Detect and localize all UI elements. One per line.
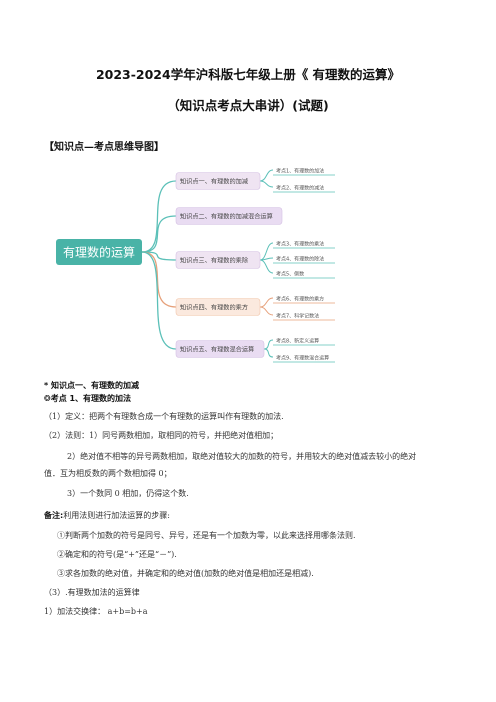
mindmap-child-label: 考点1、有理数的加法 (276, 168, 324, 175)
mindmap-connector (141, 251, 177, 308)
paragraph-rule-1: （2）法则：1）同号两数相加，取相同的符号，并把绝对值相加； (44, 431, 279, 440)
mindmap-branch-label: 知识点三、有理数的乘除 (180, 257, 249, 265)
mindmap-connector (141, 251, 177, 261)
step-2: ②确定和的符号(是“+”还是“－”). (57, 550, 177, 559)
mindmap-branch: 知识点一、有理数的加减 (175, 172, 261, 190)
paragraph-laws: （3）.有理数加法的运算律 (44, 588, 140, 597)
mindmap-branch-label: 知识点五、有理数混合运算 (180, 346, 254, 354)
mindmap-child-connector (259, 169, 274, 182)
mindmap-branch-label: 知识点四、有理数的乘方 (180, 304, 248, 312)
note-label: 备注: (44, 511, 64, 520)
mindmap-child-label: 考点9、有理数混合运算 (276, 355, 329, 362)
mindmap-child-connector (259, 180, 274, 188)
note-line: 备注:利用法则进行加法运算的步骤: (44, 511, 170, 521)
paragraph-rule-2: 2）绝对值不相等的异号两数相加，取绝对值较大的加数的符号，并用较大的绝对值减去较… (67, 452, 417, 461)
heading-knowledge-1: * 知识点一、有理数的加减 (44, 381, 139, 390)
mindmap-branch: 知识点五、有理数混合运算 (175, 340, 265, 358)
mindmap-root: 有理数的运算 (56, 239, 142, 265)
mindmap-branch-label: 知识点一、有理数的加减 (180, 178, 248, 186)
mindmap-child-connector (259, 297, 274, 308)
step-1: ①判断两个加数的符号是同号、异号，还是有一个加数为零，以此来选择用哪条法则. (57, 531, 356, 540)
mindmap-connectors (141, 169, 335, 363)
mindmap-child-connector (259, 259, 274, 274)
mindmap-child-label: 考点3、有理数的乘法 (276, 241, 324, 248)
page-subtitle: （知识点考点大串讲）(试题) (167, 98, 329, 113)
mindmap-branch: 知识点二、有理数的加减混合运算 (175, 207, 283, 225)
mindmap-child-label: 考点6、有理数的乘方 (276, 296, 324, 303)
mindmap-branch: 知识点四、有理数的乘方 (175, 298, 261, 316)
mindmap-child-label: 考点4、有理数的除法 (276, 256, 324, 263)
mindmap-child-label: 考点2、有理数的减法 (276, 185, 324, 192)
paragraph-rule-2-cont: 值．互为相反数的两个数相加得 0； (44, 469, 172, 478)
step-3: ③求各加数的绝对值，并确定和的绝对值(加数的绝对值是相加还是相减). (57, 569, 314, 578)
mindmap-child-connector (263, 348, 274, 358)
mindmap-connector (141, 251, 177, 350)
mindmap-branch: 知识点三、有理数的乘除 (175, 251, 261, 269)
mindmap-child-label: 考点8、新定义运算 (276, 338, 319, 345)
mindmap-section-heading: 【知识点—考点思维导图】 (44, 142, 164, 153)
mindmap-connector (141, 180, 177, 253)
mindmap-child-label: 考点7、科学记数法 (276, 313, 319, 320)
mindmap-branch-label: 知识点二、有理数的加减混合运算 (180, 213, 273, 221)
paragraph-definition: （1）定义：把两个有理数合成一个有理数的运算叫作有理数的加法. (44, 412, 284, 421)
mindmap-child-label: 考点5、倒数 (276, 271, 304, 278)
paragraph-rule-3: 3）一个数同 0 相加，仍得这个数. (67, 489, 189, 498)
heading-point-1: ❂考点 1、有理数的加法 (44, 394, 132, 403)
note-text: 利用法则进行加法运算的步骤: (63, 511, 170, 520)
page-title: 2023-2024学年沪科版七年级上册《 有理数的运算》 (95, 67, 401, 82)
mindmap-child-connector (259, 242, 274, 261)
mindmap-root-label: 有理数的运算 (63, 245, 135, 260)
mindmap-child-connector (263, 339, 274, 350)
mindmap-child-connector (259, 306, 274, 316)
paragraph-commutative: 1）加法交换律： a+b=b+a (44, 607, 148, 616)
mindmap-nodes: 有理数的运算 知识点一、有理数的加减 考点1、有理数的加法考点2、有理数的减法知识点… (56, 168, 329, 362)
mindmap-connector (141, 215, 177, 253)
